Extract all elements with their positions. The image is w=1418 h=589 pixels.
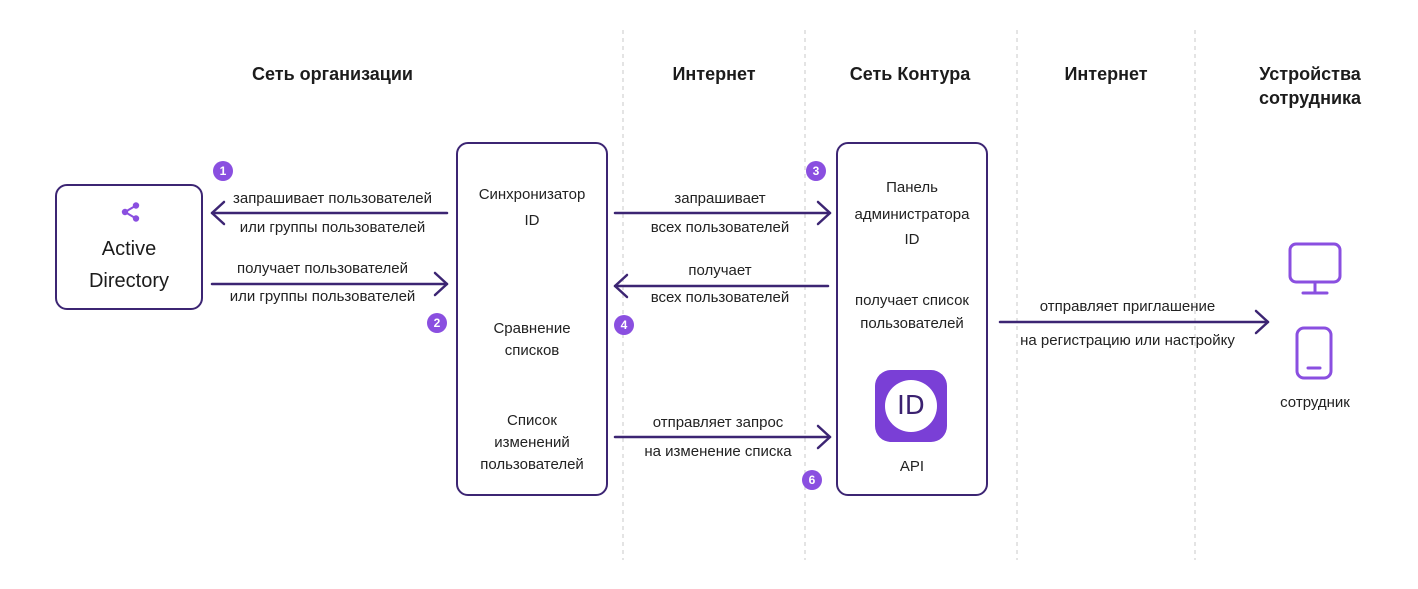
column-header-internet: Интернет bbox=[672, 64, 756, 84]
monitor-icon bbox=[1288, 242, 1342, 295]
arrow-label: на изменение списка bbox=[644, 443, 792, 460]
synchronizer-title: ID bbox=[524, 212, 540, 229]
column-header-kontur: Сеть Контура bbox=[849, 64, 971, 84]
admin-panel-title: ID bbox=[904, 231, 920, 248]
synchronizer-title: Синхронизатор bbox=[478, 186, 586, 203]
arrow-label: всех пользователей bbox=[650, 219, 790, 236]
arrow-label: или группы пользователей bbox=[239, 219, 426, 236]
arrow-label: или группы пользователей bbox=[229, 288, 416, 305]
step-badge: 6 bbox=[802, 470, 822, 490]
share-icon bbox=[121, 202, 140, 222]
active-directory-title: Active bbox=[101, 238, 157, 260]
gets-user-list-label: получает список bbox=[854, 292, 969, 309]
column-header-internet: Интернет bbox=[1064, 64, 1148, 84]
changes-list-label: изменений bbox=[494, 434, 570, 451]
gets-user-list-label: пользователей bbox=[860, 315, 964, 332]
admin-panel-title: Панель bbox=[886, 179, 938, 196]
arrow-label: на регистрацию или настройку bbox=[1020, 332, 1235, 349]
arrow-label: получает bbox=[688, 262, 752, 279]
synchronizer-box bbox=[456, 142, 608, 496]
column-header-devices: Устройства bbox=[1259, 64, 1361, 84]
step-badge: 4 bbox=[614, 315, 634, 335]
arrow-label: отправляет запрос bbox=[652, 414, 784, 431]
column-header-devices: сотрудника bbox=[1258, 88, 1362, 108]
active-directory-title: Directory bbox=[88, 270, 169, 292]
arrow-label: отправляет приглашение bbox=[1039, 298, 1216, 315]
arrow-label: всех пользователей bbox=[650, 289, 790, 306]
api-label: API bbox=[899, 458, 925, 475]
active-directory-box bbox=[55, 184, 203, 310]
changes-list-label: пользователей bbox=[480, 456, 584, 473]
compare-lists-label: Сравнение bbox=[493, 320, 571, 337]
id-logo-text: ID bbox=[885, 380, 937, 432]
id-logo: ID bbox=[875, 370, 947, 442]
changes-list-label: Список bbox=[507, 412, 557, 429]
arrow-label: получает пользователей bbox=[236, 260, 408, 277]
phone-icon bbox=[1295, 326, 1333, 380]
step-badge: 2 bbox=[427, 313, 447, 333]
compare-lists-label: списков bbox=[504, 342, 560, 359]
employee-label: сотрудник bbox=[1280, 394, 1350, 411]
step-badge: 3 bbox=[806, 161, 826, 181]
arrow-label: запрашивает пользователей bbox=[232, 190, 433, 207]
arrow-label: запрашивает bbox=[674, 190, 766, 207]
admin-panel-title: администратора bbox=[854, 206, 970, 223]
column-header-org: Сеть организации bbox=[251, 64, 413, 84]
step-badge: 1 bbox=[213, 161, 233, 181]
